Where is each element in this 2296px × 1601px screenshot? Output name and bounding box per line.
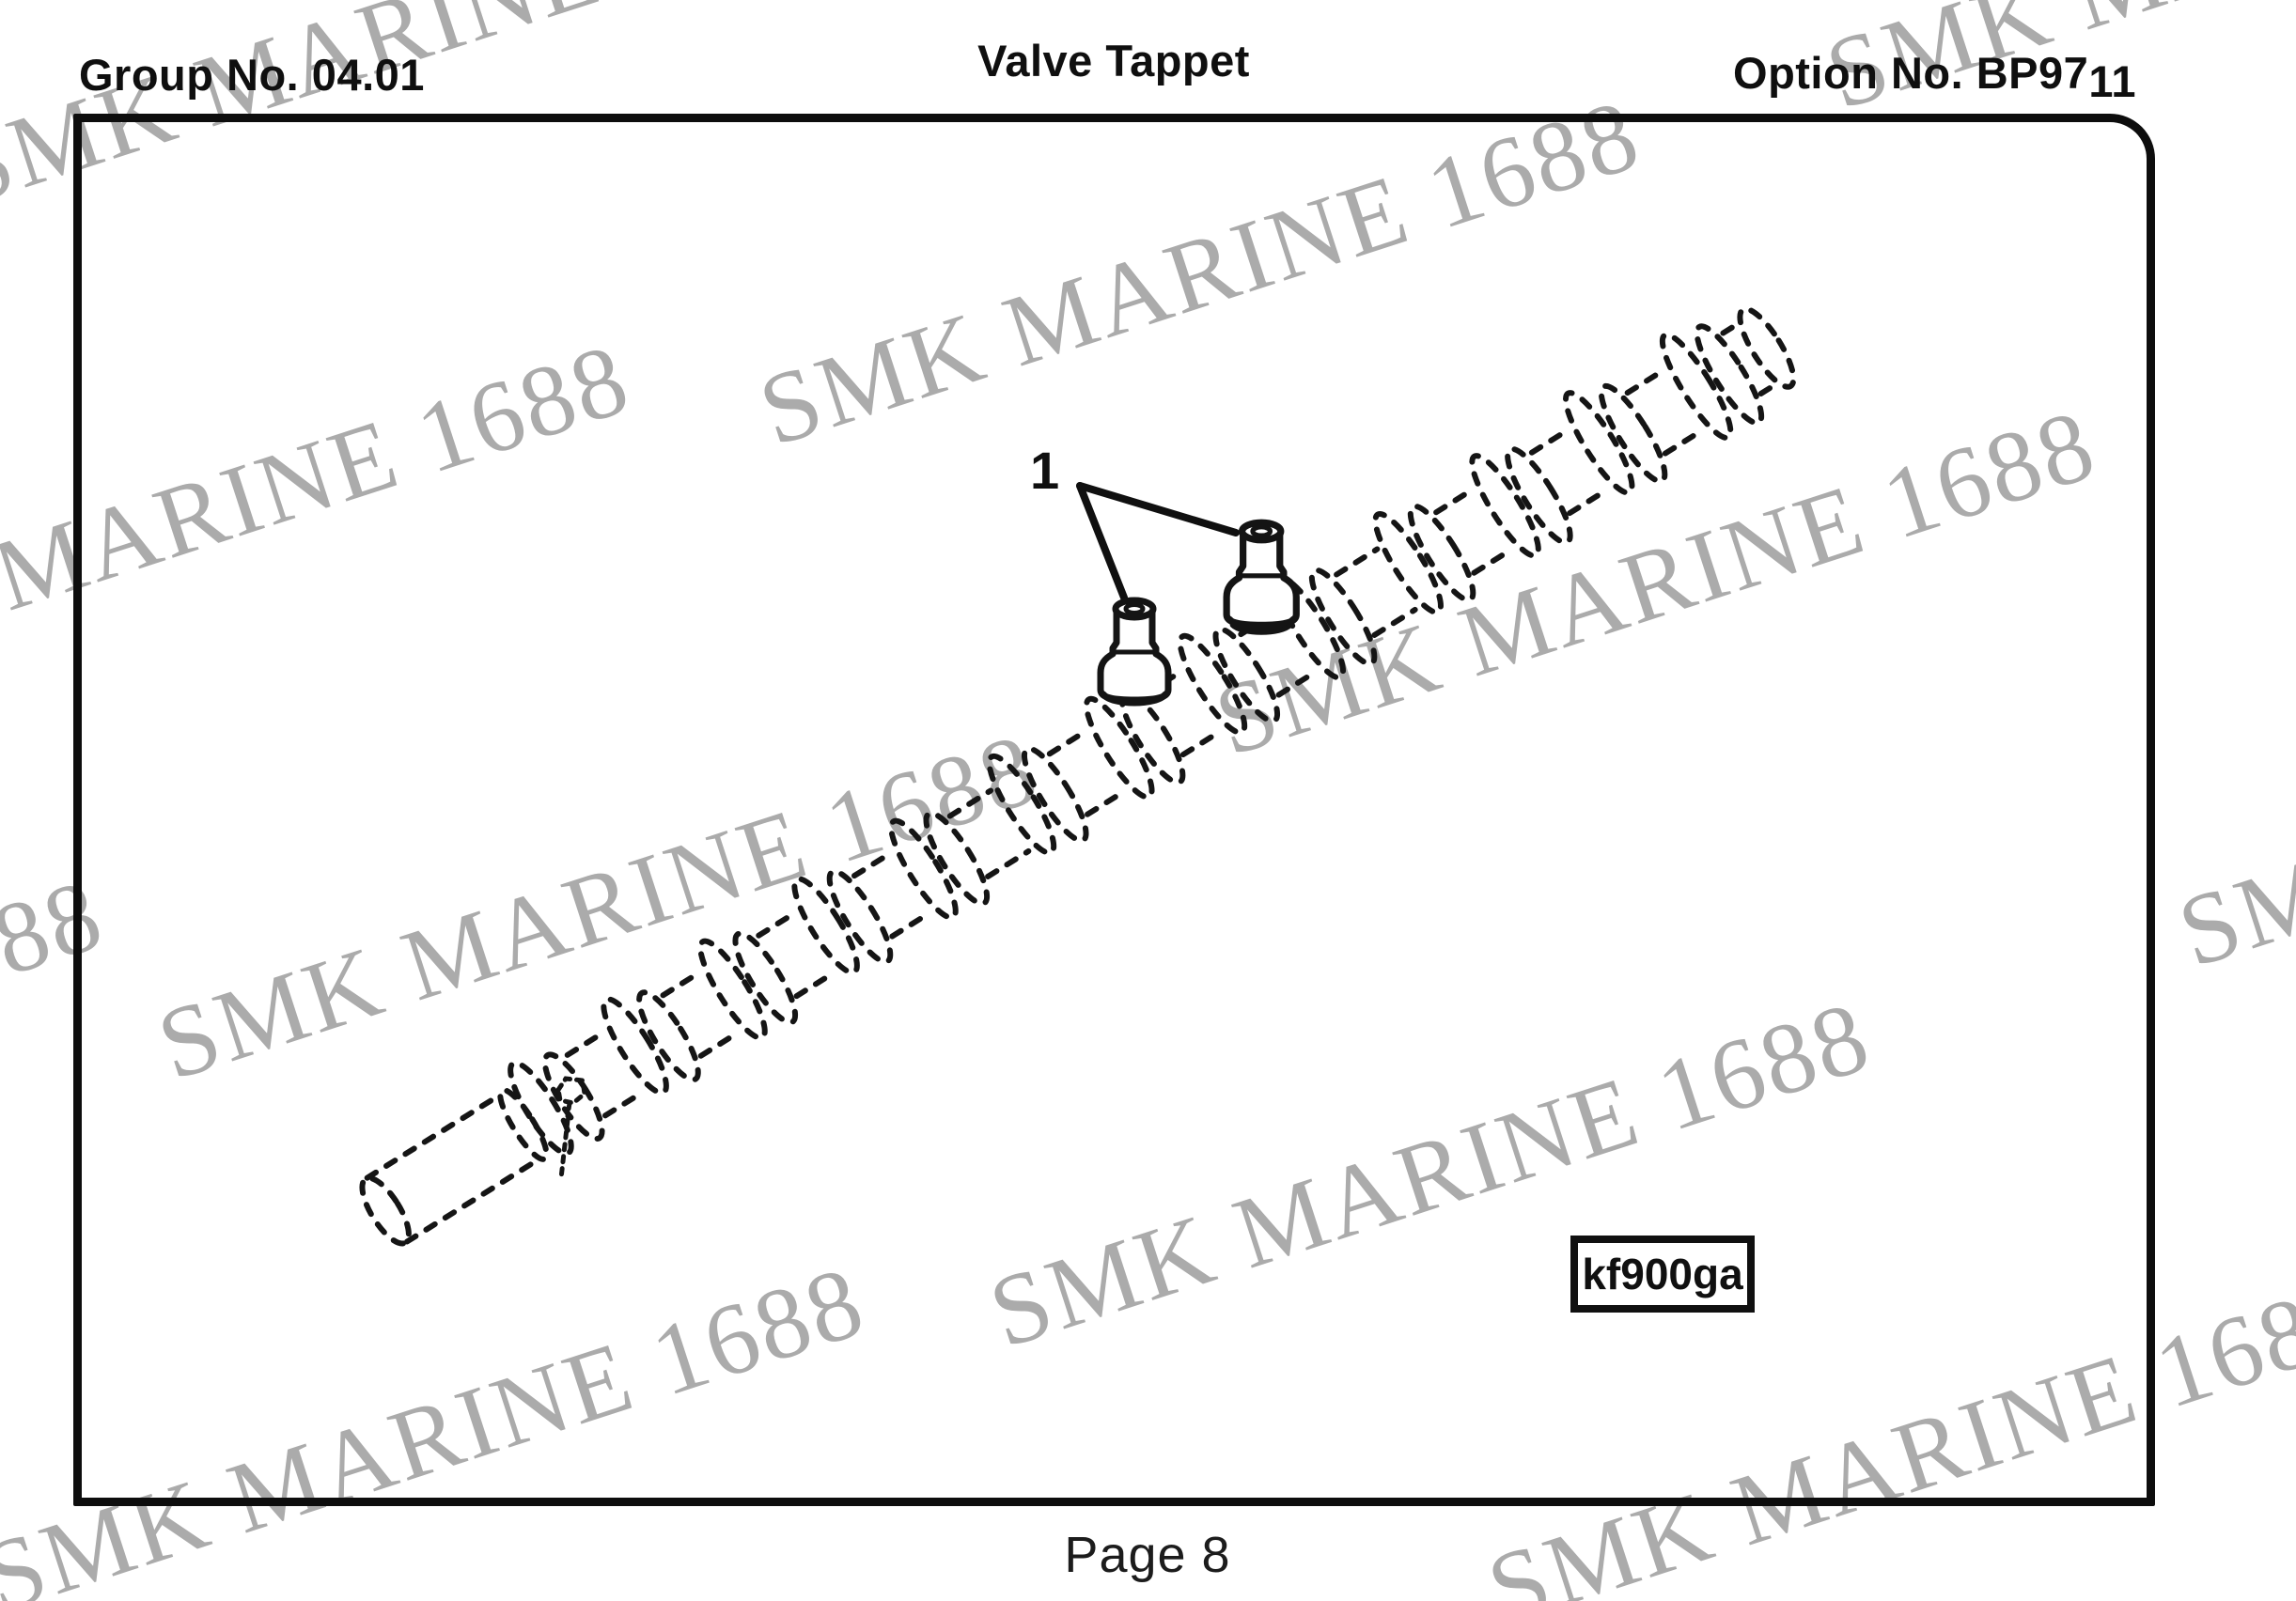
camshaft [359,305,1797,1247]
option-number-main: Option No. BP97 [1733,48,2089,98]
header-group-number: Group No. 04.01 [79,50,425,100]
valve-tappet-right [1223,519,1300,635]
figure-code-box: kf900ga [1570,1236,1755,1313]
header-option-number: Option No. BP9711 [1733,47,2136,106]
option-number-tail: 11 [2088,56,2136,106]
set-screw [555,1076,587,1181]
figure-code-label: kf900ga [1582,1250,1743,1298]
valve-tappet-left [1097,597,1172,707]
callout-label-1: 1 [1030,441,1060,500]
page-title: Valve Tappet [977,36,1250,85]
page-number: Page 8 [1064,1527,1231,1583]
diagram-border [73,114,2155,1506]
callout-leader-lines [1076,482,1240,601]
